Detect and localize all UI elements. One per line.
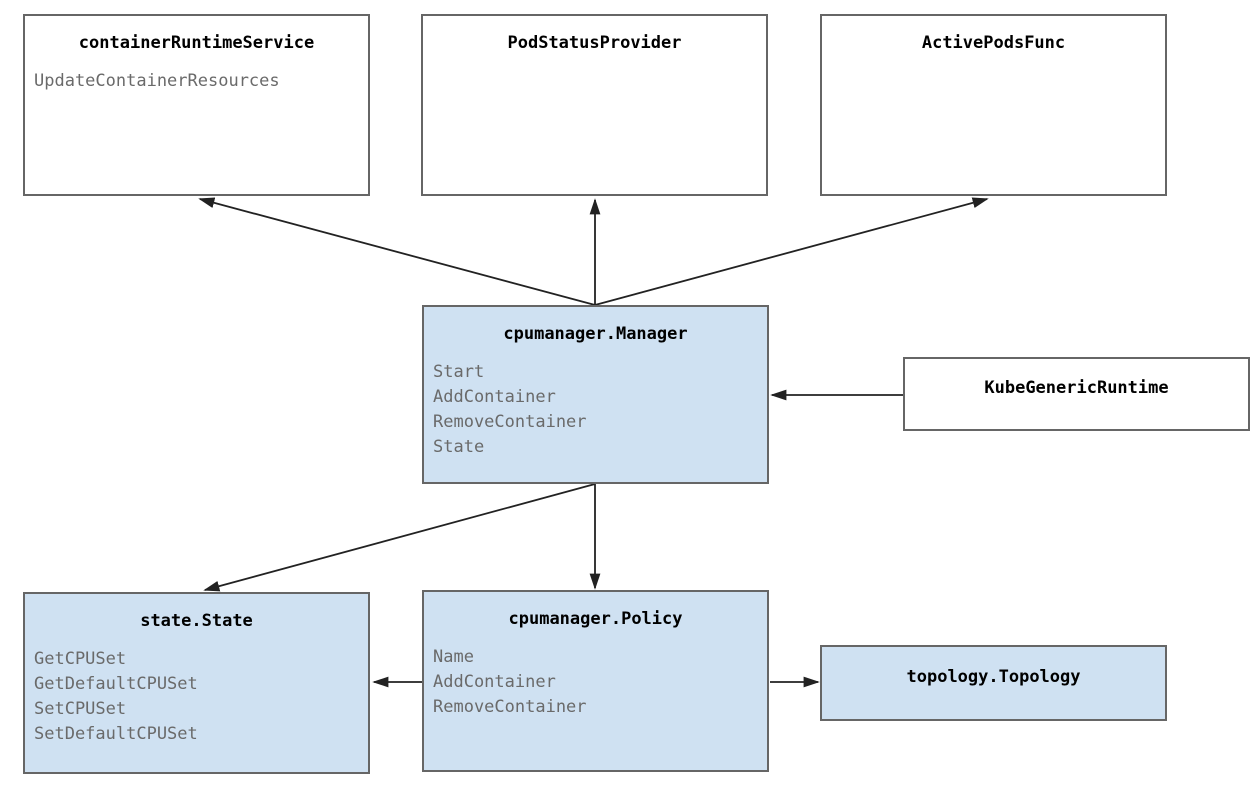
node-title: ActivePodsFunc	[921, 33, 1066, 53]
node-state-state[interactable]: state.State GetCPUSet GetDefaultCPUSet S…	[23, 592, 370, 774]
member-item: SetCPUSet	[34, 699, 127, 719]
node-title: cpumanager.Manager	[503, 324, 688, 344]
member-item: AddContainer	[433, 387, 556, 407]
edge-manager-to-containerruntimeservice	[198, 197, 596, 306]
member-item: RemoveContainer	[433, 412, 587, 432]
node-activepodsfunc[interactable]: ActivePodsFunc	[820, 14, 1167, 196]
node-title: containerRuntimeService	[78, 33, 315, 53]
member-item: AddContainer	[433, 672, 556, 692]
node-topology-topology[interactable]: topology.Topology	[820, 645, 1167, 721]
node-members: Start AddContainer RemoveContainer State	[424, 360, 767, 460]
node-kubegenericruntime[interactable]: KubeGenericRuntime	[903, 357, 1250, 431]
member-item: UpdateContainerResources	[34, 71, 280, 91]
node-title: KubeGenericRuntime	[984, 378, 1169, 398]
member-item: GetDefaultCPUSet	[34, 674, 198, 694]
node-members: UpdateContainerResources	[25, 69, 368, 94]
member-item: Name	[433, 647, 474, 667]
node-title: state.State	[140, 611, 253, 631]
node-title: cpumanager.Policy	[508, 609, 683, 629]
member-item: Start	[433, 362, 485, 382]
node-podstatusprovider[interactable]: PodStatusProvider	[421, 14, 768, 196]
node-cpumanager-policy[interactable]: cpumanager.Policy Name AddContainer Remo…	[422, 590, 769, 772]
node-members: Name AddContainer RemoveContainer	[424, 645, 767, 720]
node-title: PodStatusProvider	[507, 33, 682, 53]
node-title: topology.Topology	[906, 667, 1081, 687]
node-cpumanager-manager[interactable]: cpumanager.Manager Start AddContainer Re…	[422, 305, 769, 484]
member-item: GetCPUSet	[34, 649, 127, 669]
member-item: State	[433, 437, 485, 457]
member-item: SetDefaultCPUSet	[34, 724, 198, 744]
member-item: RemoveContainer	[433, 697, 587, 717]
edge-manager-to-statestate	[203, 483, 596, 592]
node-containerruntimeservice[interactable]: containerRuntimeService UpdateContainerR…	[23, 14, 370, 196]
edge-manager-to-activepodsfunc	[594, 197, 989, 306]
node-members: GetCPUSet GetDefaultCPUSet SetCPUSet Set…	[25, 647, 368, 747]
